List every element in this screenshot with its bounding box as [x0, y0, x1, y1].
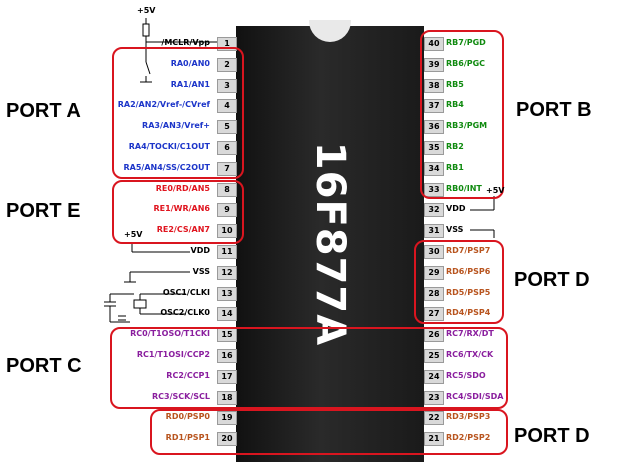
- pin-right-number: 29: [424, 266, 444, 280]
- port-c-box: [110, 327, 508, 409]
- chip-body: [236, 26, 424, 462]
- supply-top-label: +5V: [137, 6, 156, 15]
- pin-right-number: 40: [424, 37, 444, 51]
- port-b-label: PORT B: [516, 99, 592, 121]
- pin-left-label: RD1/PSP1: [165, 433, 210, 442]
- pin-right-number: 23: [424, 391, 444, 405]
- pin-left-label: RE2/CS/AN7: [156, 225, 210, 234]
- pin-left-label: RA5/AN4/SS/C2OUT: [123, 163, 211, 172]
- pin-left-label: OSC1/CLKI: [162, 288, 210, 297]
- pin-left-label: RA0/AN0: [170, 59, 210, 68]
- pin-left-label: OSC2/CLK0: [160, 308, 210, 317]
- pin-right-label: RC5/SDO: [446, 371, 486, 380]
- supply-right-label: +5V: [486, 186, 505, 195]
- pin-left-label: RC3/SCK/SCL: [151, 392, 210, 401]
- pin-left-number: 5: [217, 120, 237, 134]
- pin-right-number: 37: [424, 99, 444, 113]
- pin-right-number: 35: [424, 141, 444, 155]
- pin-left-label: RE1/WR/AN6: [153, 204, 210, 213]
- pin-left-label: RC0/T1OSO/T1CKI: [130, 329, 210, 338]
- pin-right-number: 32: [424, 203, 444, 217]
- pin-left-number: 16: [217, 349, 237, 363]
- pin-right-label: RB5: [446, 80, 464, 89]
- pin-left-label: VSS: [192, 267, 210, 276]
- port-d-label-top: PORT D: [514, 269, 590, 291]
- port-e-label: PORT E: [6, 200, 81, 222]
- pin-right-label: RD7/PSP7: [446, 246, 491, 255]
- pin-left-number: 2: [217, 58, 237, 72]
- port-d-label-bottom: PORT D: [514, 425, 590, 447]
- chip-name: 16F877A: [307, 141, 353, 347]
- supply-left-label: +5V: [124, 230, 143, 239]
- pin-left-number: 20: [217, 432, 237, 446]
- pin-left-number: 13: [217, 287, 237, 301]
- pin-left-number: 10: [217, 224, 237, 238]
- pin-right-label: RD2/PSP2: [446, 433, 491, 442]
- pin-left-number: 4: [217, 99, 237, 113]
- port-d-box-bottom: [150, 409, 508, 455]
- pin-right-number: 31: [424, 224, 444, 238]
- pin-right-label: RB2: [446, 142, 464, 151]
- pin-left-label: RA2/AN2/Vref-/CVref: [117, 100, 210, 109]
- pin-right-label: RC7/RX/DT: [446, 329, 494, 338]
- chip-notch: [309, 20, 351, 42]
- pin-left-number: 8: [217, 183, 237, 197]
- pin-right-number: 30: [424, 245, 444, 259]
- pin-right-number: 25: [424, 349, 444, 363]
- port-d-box-top: [414, 240, 504, 324]
- pin-left-number: 11: [217, 245, 237, 259]
- pin-right-label: RD4/PSP4: [446, 308, 491, 317]
- pin-right-label: RD5/PSP5: [446, 288, 491, 297]
- pin-right-number: 34: [424, 162, 444, 176]
- pin-left-label: RA3/AN3/Vref+: [142, 121, 210, 130]
- pin-right-label: RB1: [446, 163, 464, 172]
- pin-right-label: VDD: [446, 204, 466, 213]
- pin-left-label: RA4/TOCKI/C1OUT: [128, 142, 210, 151]
- pin-left-number: 14: [217, 307, 237, 321]
- pin-right-number: 39: [424, 58, 444, 72]
- pin-left-number: 9: [217, 203, 237, 217]
- pin-left-number: 19: [217, 411, 237, 425]
- port-b-box: [420, 30, 504, 199]
- pin-left-number: 3: [217, 79, 237, 93]
- pin-right-label: RB7/PGD: [446, 38, 486, 47]
- port-a-label: PORT A: [6, 100, 81, 122]
- pin-left-label: RD0/PSP0: [165, 412, 210, 421]
- port-c-label: PORT C: [6, 355, 82, 377]
- pin-right-label: RC6/TX/CK: [446, 350, 494, 359]
- pin-right-number: 24: [424, 370, 444, 384]
- pin-left-label: VDD: [190, 246, 210, 255]
- pin-right-number: 22: [424, 411, 444, 425]
- pin-right-label: RC4/SDI/SDA: [446, 392, 504, 401]
- pin-left-label: RC1/T1OSI/CCP2: [136, 350, 210, 359]
- pin-right-number: 21: [424, 432, 444, 446]
- pin-right-label: RD3/PSP3: [446, 412, 491, 421]
- pin-right-number: 36: [424, 120, 444, 134]
- pin-left-label: RA1/AN1: [170, 80, 210, 89]
- pin-left-label: RE0/RD/AN5: [155, 184, 210, 193]
- pin-right-number: 27: [424, 307, 444, 321]
- port-e-box: [112, 180, 244, 244]
- pin-right-label: RB0/INT: [446, 184, 482, 193]
- pin-right-label: RB6/PGC: [446, 59, 486, 68]
- pin-left-number: 18: [217, 391, 237, 405]
- pin-left-label: RC2/CCP1: [166, 371, 210, 380]
- pin-right-number: 38: [424, 79, 444, 93]
- pin-right-label: RB3/PGM: [446, 121, 488, 130]
- pin-left-number: 17: [217, 370, 237, 384]
- pin-right-label: RD6/PSP6: [446, 267, 491, 276]
- pin-left-number: 12: [217, 266, 237, 280]
- pin-left-label: /MCLR/Vpp: [161, 38, 210, 47]
- pin-right-label: VSS: [446, 225, 464, 234]
- pin-right-label: RB4: [446, 100, 464, 109]
- pin-right-number: 28: [424, 287, 444, 301]
- port-a-box: [112, 47, 244, 179]
- pin-left-number: 6: [217, 141, 237, 155]
